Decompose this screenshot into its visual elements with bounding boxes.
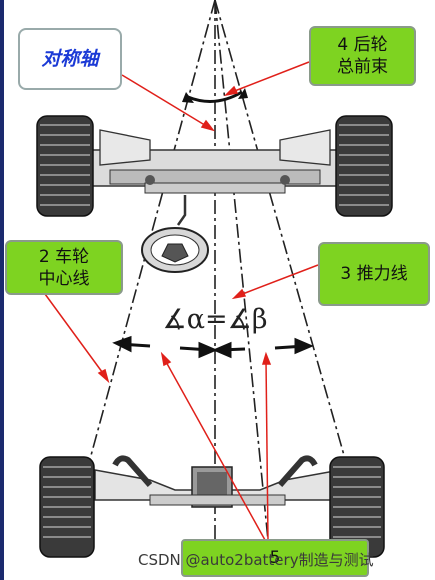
toe-angle-arc <box>187 90 243 103</box>
rear-left-tire <box>36 115 94 217</box>
steering-wheel <box>141 227 209 273</box>
front-left-tire <box>39 456 95 558</box>
front-right-tire <box>329 456 385 558</box>
rear-right-tire <box>335 115 393 217</box>
rear-axle-assembly <box>89 129 341 194</box>
front-axle-assembly <box>94 455 341 508</box>
thrust-line-label: 3 推力线 <box>318 242 430 306</box>
rear-total-toe-label: 4 后轮 总前束 <box>309 26 416 86</box>
bottom-callout-label: 5 <box>181 539 369 577</box>
thrust-line <box>214 0 269 541</box>
beta-angle-arrows <box>212 337 314 359</box>
angle-equality-formula: ∡α=∡β <box>162 304 268 335</box>
alpha-angle-arrows <box>112 335 218 359</box>
wheel-centerline-label: 2 车轮 中心线 <box>5 240 123 295</box>
csdn-watermark: CSDN @auto2battery制造与测试 <box>138 551 374 569</box>
red-leader-lines <box>44 61 319 541</box>
right-wheel-centerline <box>214 0 369 541</box>
symmetry-axis-label: 对称轴 <box>18 28 122 90</box>
left-wheel-centerline <box>67 0 216 541</box>
steering-shaft <box>176 195 187 226</box>
left-border-bar <box>0 0 4 580</box>
